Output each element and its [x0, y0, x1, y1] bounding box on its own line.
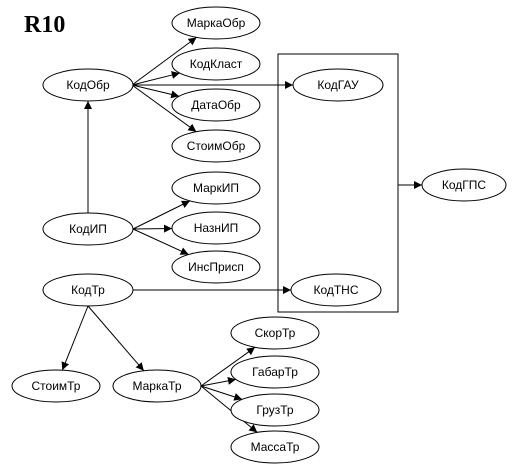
node-ellipse	[421, 168, 507, 202]
node-ellipse	[42, 212, 134, 246]
node-label: ГрузТр	[256, 403, 294, 417]
node-ellipse	[230, 355, 320, 389]
node-stoimtr: СтоимТр	[11, 369, 101, 403]
node-kodip: КодИП	[42, 212, 134, 246]
node-label: НазнИП	[194, 221, 239, 235]
node-ellipse	[42, 273, 134, 307]
node-gruztr: ГрузТр	[230, 393, 320, 427]
node-markip: МаркИП	[171, 171, 261, 205]
edge-markatr-gruztr	[200, 385, 243, 401]
edge-kodtr-markatr	[87, 305, 145, 372]
edge-markatr-gabartr	[200, 376, 237, 387]
node-naznip: НазнИП	[171, 211, 261, 245]
node-label: КодТр	[71, 283, 105, 297]
node-ellipse	[230, 316, 320, 350]
node-markaobr: МаркаОбр	[171, 6, 261, 40]
node-kodgau: КодГАУ	[292, 68, 384, 102]
node-ellipse	[290, 273, 382, 307]
node-ellipse	[171, 88, 261, 122]
edge-markatr-massatr	[200, 385, 258, 433]
node-kodtns: КодТНС	[290, 273, 382, 307]
node-label: КодГПС	[442, 178, 487, 192]
edge-kodobr-dataobr	[131, 84, 180, 99]
node-ellipse	[171, 171, 261, 205]
edge-kodobr-markaobr	[131, 36, 197, 86]
node-label: КодОбр	[66, 78, 110, 92]
node-ellipse	[171, 211, 261, 245]
edge-kodobr-stoimobr	[131, 84, 197, 133]
node-skortr: СкорТр	[230, 316, 320, 350]
node-ellipse	[292, 68, 384, 102]
node-label: МаркИП	[193, 181, 239, 195]
node-dataobr: ДатаОбр	[171, 88, 261, 122]
nodes-layer: КодОбрМаркаОбрКодКластДатаОбрСтоимОбрКод…	[11, 6, 507, 464]
node-kodgps: КодГПС	[421, 168, 507, 202]
edge-kodobr-kodklast	[131, 71, 180, 86]
node-gabartr: ГабарТр	[230, 355, 320, 389]
node-label: СкорТр	[255, 326, 296, 340]
node-insprisp: ИнсПрисп	[171, 250, 261, 284]
node-label: ИнсПрисп	[188, 260, 244, 274]
node-label: МассаТр	[251, 440, 300, 454]
node-massatr: МассаТр	[230, 430, 320, 464]
edge-kodip-insprisp	[132, 228, 189, 255]
node-kodobr: КодОбр	[42, 68, 134, 102]
node-label: СтоимОбр	[187, 139, 246, 153]
edges-layer	[61, 36, 422, 433]
edge-kodip-markip	[132, 200, 191, 230]
node-markatr: МаркаТр	[112, 369, 202, 403]
node-label: МаркаТр	[133, 379, 182, 393]
node-label: ГабарТр	[252, 365, 298, 379]
edge-kodtr-stoimtr	[61, 305, 89, 371]
node-label: КодКласт	[190, 57, 243, 71]
node-label: СтоимТр	[32, 379, 81, 393]
node-ellipse	[11, 369, 101, 403]
node-label: КодИП	[69, 222, 107, 236]
node-ellipse	[171, 129, 261, 163]
node-label: КодГАУ	[317, 78, 359, 92]
node-stoimobr: СтоимОбр	[171, 129, 261, 163]
node-label: ДатаОбр	[191, 98, 241, 112]
node-label: МаркаОбр	[187, 16, 246, 30]
diagram-title: R10	[24, 12, 65, 38]
node-ellipse	[171, 6, 261, 40]
node-kodklast: КодКласт	[171, 47, 261, 81]
node-ellipse	[112, 369, 202, 403]
node-ellipse	[171, 47, 261, 81]
group-box	[277, 53, 399, 313]
node-ellipse	[42, 68, 134, 102]
node-kodtr: КодТр	[42, 273, 134, 307]
node-ellipse	[230, 430, 320, 464]
node-ellipse	[171, 250, 261, 284]
node-ellipse	[230, 393, 320, 427]
edge-markatr-skortr	[200, 346, 256, 387]
node-label: КодТНС	[313, 283, 358, 297]
